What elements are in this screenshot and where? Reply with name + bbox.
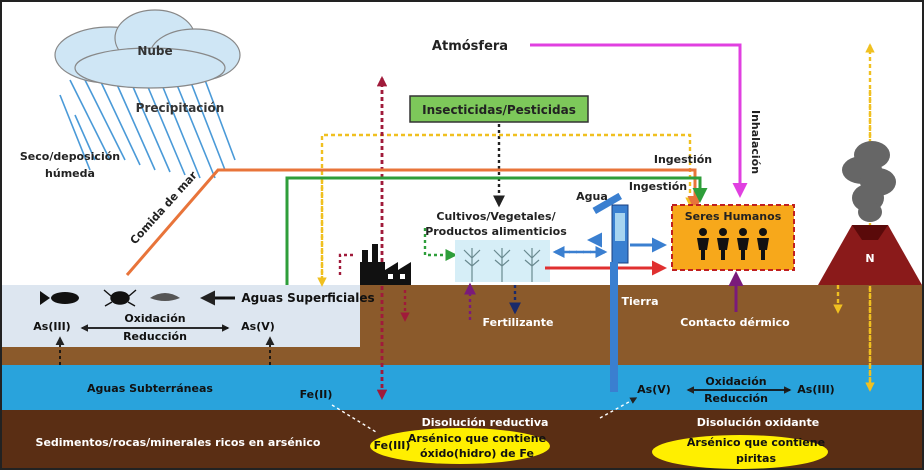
ingestion-label-2: Ingestión xyxy=(629,180,687,193)
crops-label-1: Cultivos/Vegetales/ xyxy=(436,210,556,223)
dissolution-to-as5-arrow xyxy=(599,397,638,419)
inhalation-label: Inhalación xyxy=(749,110,762,174)
plant-icon xyxy=(463,248,541,282)
surface-waters-label: Aguas Superficiales xyxy=(241,291,374,305)
dermal-label: Contacto dérmico xyxy=(680,316,790,329)
rain-icon xyxy=(59,79,236,179)
fe2-label: Fe(II) xyxy=(300,388,333,401)
reductive-dissolution-label: Disolución reductiva xyxy=(422,416,549,429)
humans-box xyxy=(671,204,795,271)
arsenic-fe-oxide-ellipse xyxy=(370,428,550,464)
volcano-n-label: N xyxy=(865,252,874,265)
atmosphere-label: Atmósfera xyxy=(432,39,508,54)
dark-red-factory-loop xyxy=(338,253,355,275)
oxidation-left-label: Oxidación xyxy=(124,312,185,325)
people-icon xyxy=(697,228,769,260)
volcano-icon xyxy=(818,225,922,285)
arsenic-pyrite-ellipse xyxy=(652,435,828,469)
as3-right-label: As(III) xyxy=(797,383,834,396)
cloud-label: Nube xyxy=(137,44,172,58)
insecticides-label: Insecticidas/Pesticidas xyxy=(422,103,576,117)
arsenic-fe-label-1: Arsénico que contiene xyxy=(408,432,546,445)
reduction-right-label: Reducción xyxy=(704,392,768,405)
as5-left-label: As(V) xyxy=(241,320,275,333)
green-ingestion-arrow xyxy=(285,176,708,285)
smoke-icon xyxy=(842,141,896,222)
dry-wet-label-1: Seco/deposición xyxy=(20,150,120,163)
cloud-icon xyxy=(54,9,241,89)
land-label: Tierra xyxy=(621,295,658,308)
groundwater-layer xyxy=(2,365,922,410)
as5-right-label: As(V) xyxy=(637,383,671,396)
reduction-left-label: Reducción xyxy=(123,330,187,343)
atmosphere-to-humans-arrow xyxy=(530,43,748,198)
crab-icon xyxy=(103,289,137,307)
groundwater-label: Aguas Subterráneas xyxy=(87,382,213,395)
humans-label: Seres Humanos xyxy=(685,210,782,223)
green-dashed-to-crops xyxy=(423,228,458,261)
arsenic-pyrite-label-1: Arsénico que contiene xyxy=(687,436,825,449)
fe2-to-fe3-dash xyxy=(331,404,377,433)
precipitation-label: Precipitación xyxy=(136,101,225,115)
crops-label-2: Productos alimenticios xyxy=(425,225,567,238)
ingestion-label-1: Ingestión xyxy=(654,153,712,166)
arsenic-pyrite-label-2: piritas xyxy=(736,452,777,465)
oxidation-right-label: Oxidación xyxy=(705,375,766,388)
arsenic-fe-label-2: óxido(hidro) de Fe xyxy=(420,447,534,460)
factory-icon xyxy=(360,244,411,285)
sediments-label: Sedimentos/rocas/minerales ricos en arsé… xyxy=(36,436,321,449)
as3-left-label: As(III) xyxy=(33,320,70,333)
water-label: Agua xyxy=(576,190,608,203)
dry-wet-label-2: húmeda xyxy=(45,167,95,180)
oxidative-dissolution-label: Disolución oxidante xyxy=(697,416,819,429)
fish-icon xyxy=(40,291,79,305)
fertilizer-label: Fertilizante xyxy=(483,316,554,329)
shrimp-icon xyxy=(150,293,180,301)
fe3-label: Fe(III) xyxy=(374,439,411,452)
insecticides-box xyxy=(409,95,589,123)
faucet-icon xyxy=(592,192,629,392)
